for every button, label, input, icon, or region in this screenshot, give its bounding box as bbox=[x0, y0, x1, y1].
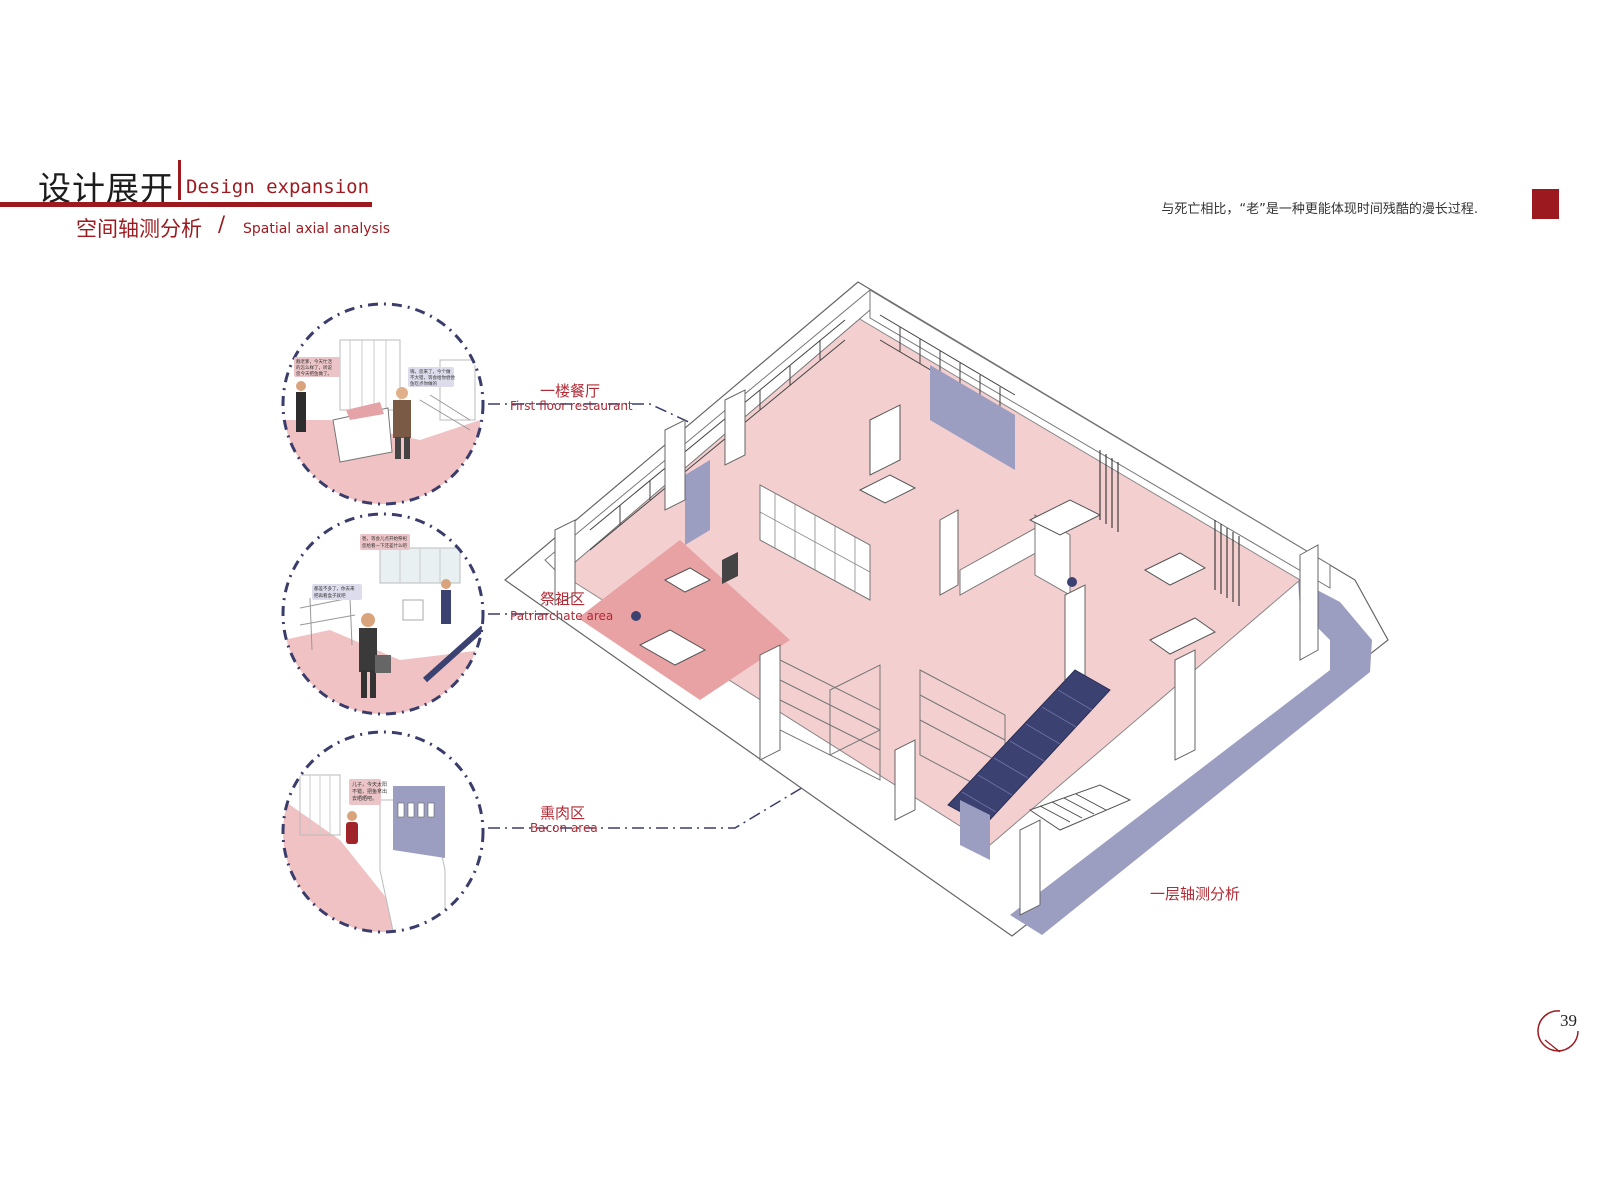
svg-text:您今天把鱼做了。: 您今天把鱼做了。 bbox=[296, 370, 332, 377]
svg-text:儿子，今天太阳: 儿子，今天太阳 bbox=[352, 781, 387, 788]
building-axonometric bbox=[504, 281, 1389, 937]
diagram-caption: 一层轴测分析 bbox=[1150, 885, 1241, 903]
svg-text:把再看盒子就吧: 把再看盒子就吧 bbox=[314, 592, 346, 599]
speech-bubble: 儿子，今天太阳 不错，把鱼拿出 去晒晒吧。 bbox=[349, 779, 387, 805]
page-number: 39 bbox=[1560, 1011, 1577, 1030]
speech-bubble: 嗨，您来了，今个做 不大错，等会给你尝尝 鱼吃点你做的 bbox=[408, 367, 455, 387]
subtitle-slash: / bbox=[218, 212, 226, 236]
speech-bubble: 爸，等会儿点开始祭祀 您给看一下还差什么吧 bbox=[360, 534, 410, 550]
svg-text:熏肉区: 熏肉区 bbox=[540, 804, 585, 822]
svg-text:去晒晒吧。: 去晒晒吧。 bbox=[352, 795, 377, 802]
zone-label-restaurant: 一楼餐厅 First floor restaurant bbox=[510, 382, 633, 413]
speech-bubble: 靓老爹，今天忙活 的怎么样了，听说 您今天把鱼做了。 bbox=[294, 357, 340, 377]
svg-text:一楼餐厅: 一楼餐厅 bbox=[540, 382, 600, 400]
location-marker bbox=[631, 611, 641, 621]
svg-text:Patriarchate area: Patriarchate area bbox=[510, 609, 613, 623]
zone-label-patriarchate: 祭祖区 Patriarchate area bbox=[510, 590, 613, 623]
svg-text:嗨，您来了，今个做: 嗨，您来了，今个做 bbox=[410, 368, 451, 375]
svg-text:祭祖区: 祭祖区 bbox=[540, 590, 585, 608]
svg-text:First floor restaurant: First floor restaurant bbox=[510, 399, 633, 413]
zone-label-bacon: 熏肉区 Bacon area bbox=[530, 804, 598, 835]
title-underline bbox=[0, 202, 372, 207]
vignette-restaurant: 靓老爹，今天忙活 的怎么样了，听说 您今天把鱼做了。 嗨，您来了，今个做 不大错… bbox=[281, 302, 485, 506]
svg-text:都差不多了，你去来: 都差不多了，你去来 bbox=[314, 585, 355, 592]
svg-text:靓老爹，今天忙活: 靓老爹，今天忙活 bbox=[296, 358, 332, 365]
accent-square bbox=[1532, 189, 1559, 219]
vignette-bacon: 儿子，今天太阳 不错，把鱼拿出 去晒晒吧。 bbox=[281, 730, 485, 934]
vignette-patriarchate: 爸，等会儿点开始祭祀 您给看一下还差什么吧 都差不多了，你去来 把再看盒子就吧 bbox=[281, 512, 485, 716]
speech-bubble: 都差不多了，你去来 把再看盒子就吧 bbox=[312, 584, 362, 600]
svg-text:爸，等会儿点开始祭祀: 爸，等会儿点开始祭祀 bbox=[362, 535, 407, 542]
svg-text:Bacon area: Bacon area bbox=[530, 821, 598, 835]
svg-text:不错，把鱼拿出: 不错，把鱼拿出 bbox=[352, 788, 387, 795]
svg-text:鱼吃点你做的: 鱼吃点你做的 bbox=[410, 380, 437, 387]
page-number-badge bbox=[1537, 1010, 1579, 1053]
svg-text:的怎么样了，听说: 的怎么样了，听说 bbox=[296, 364, 332, 371]
title-divider bbox=[178, 160, 181, 200]
svg-text:您给看一下还差什么吧: 您给看一下还差什么吧 bbox=[362, 542, 407, 549]
page-title-en: Design expansion bbox=[186, 176, 370, 198]
header-quote: 与死亡相比，“老”是一种更能体现时间残酷的漫长过程. bbox=[1161, 202, 1478, 217]
location-marker bbox=[1067, 577, 1077, 587]
section-subtitle-en: Spatial axial analysis bbox=[243, 221, 391, 237]
svg-text:不大错，等会给你尝尝: 不大错，等会给你尝尝 bbox=[410, 374, 455, 381]
section-subtitle: 空间轴测分析 bbox=[76, 217, 202, 241]
page-title: 设计展开 bbox=[38, 169, 174, 208]
